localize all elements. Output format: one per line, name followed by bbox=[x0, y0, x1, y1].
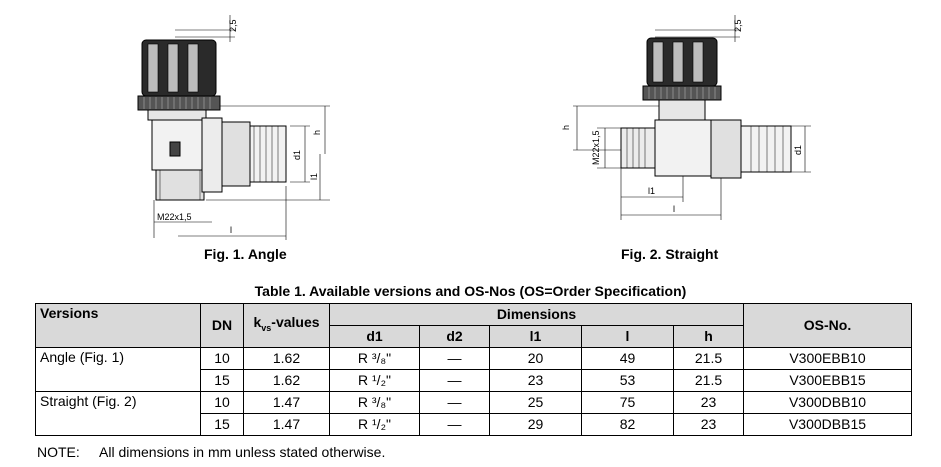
header-os: OS-No. bbox=[743, 303, 912, 348]
cell-os: V300DBB10 bbox=[743, 391, 912, 414]
header-dimensions: Dimensions bbox=[329, 303, 744, 326]
cell-kvs: 1.62 bbox=[243, 347, 330, 370]
cell-d2: — bbox=[419, 413, 490, 436]
cell-dn: 10 bbox=[200, 347, 244, 370]
table-row: 15 1.47 R ¹/₂" — 29 82 23 V300DBB15 bbox=[36, 413, 912, 436]
cell-dn: 15 bbox=[200, 413, 244, 436]
table-row: 15 1.62 R ¹/₂" — 23 53 21.5 V300EBB15 bbox=[36, 369, 912, 392]
header-h: h bbox=[673, 325, 744, 348]
cell-d1: R ¹/₂" bbox=[329, 413, 420, 436]
header-d2: d2 bbox=[419, 325, 490, 348]
cell-l1: 20 bbox=[489, 347, 582, 370]
cell-os: V300DBB15 bbox=[743, 413, 912, 436]
cell-l: 75 bbox=[581, 391, 674, 414]
figure-straight-drawing: 2,5 h M22x1,5 d1 l1 l bbox=[561, 15, 811, 220]
fig1-dim-l1: l1 bbox=[309, 173, 319, 180]
fig2-thread-label: M22x1,5 bbox=[591, 130, 601, 165]
header-dn: DN bbox=[200, 303, 244, 348]
fig1-dim-h: h bbox=[312, 130, 322, 135]
table-row: Angle (Fig. 1) 10 1.62 R ³/₈" — 20 49 21… bbox=[35, 347, 912, 392]
cell-os: V300EBB15 bbox=[743, 369, 912, 392]
fig2-dim-h: h bbox=[561, 125, 571, 130]
fig1-dim-d1: d1 bbox=[292, 150, 302, 160]
note-label: NOTE: bbox=[37, 444, 80, 460]
cell-version: Straight (Fig. 2) bbox=[35, 391, 201, 436]
header-kvs: kvs-values bbox=[243, 303, 330, 348]
cell-d1: R ³/₈" bbox=[329, 347, 420, 370]
table-title: Table 1. Available versions and OS-Nos (… bbox=[254, 283, 687, 299]
fig1-thread-label: M22x1,5 bbox=[157, 212, 192, 222]
cell-d2: — bbox=[419, 369, 490, 392]
cell-dn: 10 bbox=[200, 391, 244, 414]
cell-l: 82 bbox=[581, 413, 674, 436]
cell-os: V300EBB10 bbox=[743, 347, 912, 370]
figure-angle-drawing: 2,5 d1 h l1 M22x1,5 l bbox=[137, 15, 330, 240]
cell-h: 21.5 bbox=[673, 369, 744, 392]
cell-h: 21.5 bbox=[673, 347, 744, 370]
header-kvs-sub: vs bbox=[261, 322, 272, 333]
fig1-dim-25: 2,5 bbox=[228, 19, 238, 32]
header-versions: Versions bbox=[35, 303, 201, 348]
cell-dn: 15 bbox=[200, 369, 244, 392]
cell-l1: 25 bbox=[489, 391, 582, 414]
table-header-row-2: d1 d2 l1 l h bbox=[36, 325, 912, 348]
header-kvs-main: k bbox=[253, 314, 262, 331]
fig2-dim-d1: d1 bbox=[793, 145, 803, 155]
cell-l: 49 bbox=[581, 347, 674, 370]
cell-d2: — bbox=[419, 391, 490, 414]
fig2-dim-25: 2,5 bbox=[733, 19, 743, 32]
fig2-dim-l1: l1 bbox=[648, 186, 655, 196]
cell-l1: 23 bbox=[489, 369, 582, 392]
fig2-dim-l: l bbox=[673, 204, 675, 214]
table-header-row-1: Versions DN kvs-values Dimensions OS-No. bbox=[35, 303, 912, 348]
cell-d2: — bbox=[419, 347, 490, 370]
footnote: NOTE: All dimensions in mm unless stated … bbox=[37, 444, 385, 460]
cell-kvs: 1.47 bbox=[243, 413, 330, 436]
cell-h: 23 bbox=[673, 413, 744, 436]
fig1-dim-l: l bbox=[230, 225, 232, 235]
cell-kvs: 1.62 bbox=[243, 369, 330, 392]
cell-d1: R ³/₈" bbox=[329, 391, 420, 414]
cell-kvs: 1.47 bbox=[243, 391, 330, 414]
header-l: l bbox=[581, 325, 674, 348]
header-d1: d1 bbox=[329, 325, 420, 348]
cell-version: Angle (Fig. 1) bbox=[35, 347, 201, 392]
versions-table: Versions DN kvs-values Dimensions OS-No.… bbox=[35, 303, 912, 436]
cell-l1: 29 bbox=[489, 413, 582, 436]
cell-h: 23 bbox=[673, 391, 744, 414]
fig1-caption: Fig. 1. Angle bbox=[204, 246, 287, 262]
fig2-caption: Fig. 2. Straight bbox=[621, 246, 719, 262]
cell-l: 53 bbox=[581, 369, 674, 392]
header-kvs-rest: -values bbox=[271, 314, 320, 331]
header-l1: l1 bbox=[489, 325, 582, 348]
note-text: All dimensions in mm unless stated other… bbox=[99, 444, 386, 460]
table-row: Straight (Fig. 2) 10 1.47 R ³/₈" — 25 75… bbox=[35, 391, 912, 436]
cell-d1: R ¹/₂" bbox=[329, 369, 420, 392]
